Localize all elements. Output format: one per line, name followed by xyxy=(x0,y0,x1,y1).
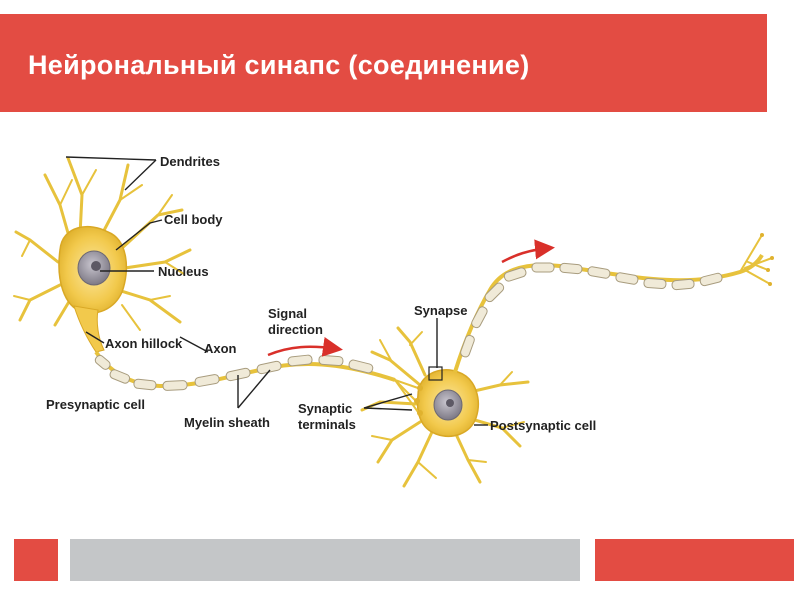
label-dendrites: Dendrites xyxy=(160,154,220,169)
signal-arrow-2 xyxy=(501,239,555,264)
label-postsynaptic-cell: Postsynaptic cell xyxy=(490,418,596,433)
label-nucleus: Nucleus xyxy=(158,264,209,279)
leader-lines xyxy=(65,156,488,426)
axon-hillock xyxy=(73,305,105,353)
footer-bar-gray xyxy=(70,539,580,581)
footer-accent-right xyxy=(595,539,794,581)
postsynaptic-myelin-segments xyxy=(460,262,723,358)
label-terminals: terminals xyxy=(298,417,356,432)
label-signal: Signal xyxy=(268,306,307,321)
synapse-box xyxy=(428,366,443,381)
footer-accent-left xyxy=(14,539,58,581)
nucleolus xyxy=(91,261,101,271)
myelin-sheath-segments xyxy=(94,354,374,391)
label-myelin-sheath: Myelin sheath xyxy=(184,415,270,430)
nucleolus-2 xyxy=(446,399,454,407)
title-banner xyxy=(0,14,767,112)
label-axon-hillock: Axon hillock xyxy=(105,336,183,351)
signal-arrow-1 xyxy=(267,336,343,357)
label-cell-body: Cell body xyxy=(164,212,223,227)
slide-title: Нейрональный синапс (соединение) xyxy=(28,50,530,80)
axon-terminal-branches xyxy=(739,233,774,286)
label-axon: Axon xyxy=(204,341,237,356)
label-presynaptic-cell: Presynaptic cell xyxy=(46,397,145,412)
label-direction: direction xyxy=(268,322,323,337)
postsynaptic-dendrites xyxy=(360,326,530,488)
label-synaptic: Synaptic xyxy=(298,401,352,416)
presynaptic-dendrites xyxy=(13,156,192,331)
label-synapse: Synapse xyxy=(414,303,467,318)
